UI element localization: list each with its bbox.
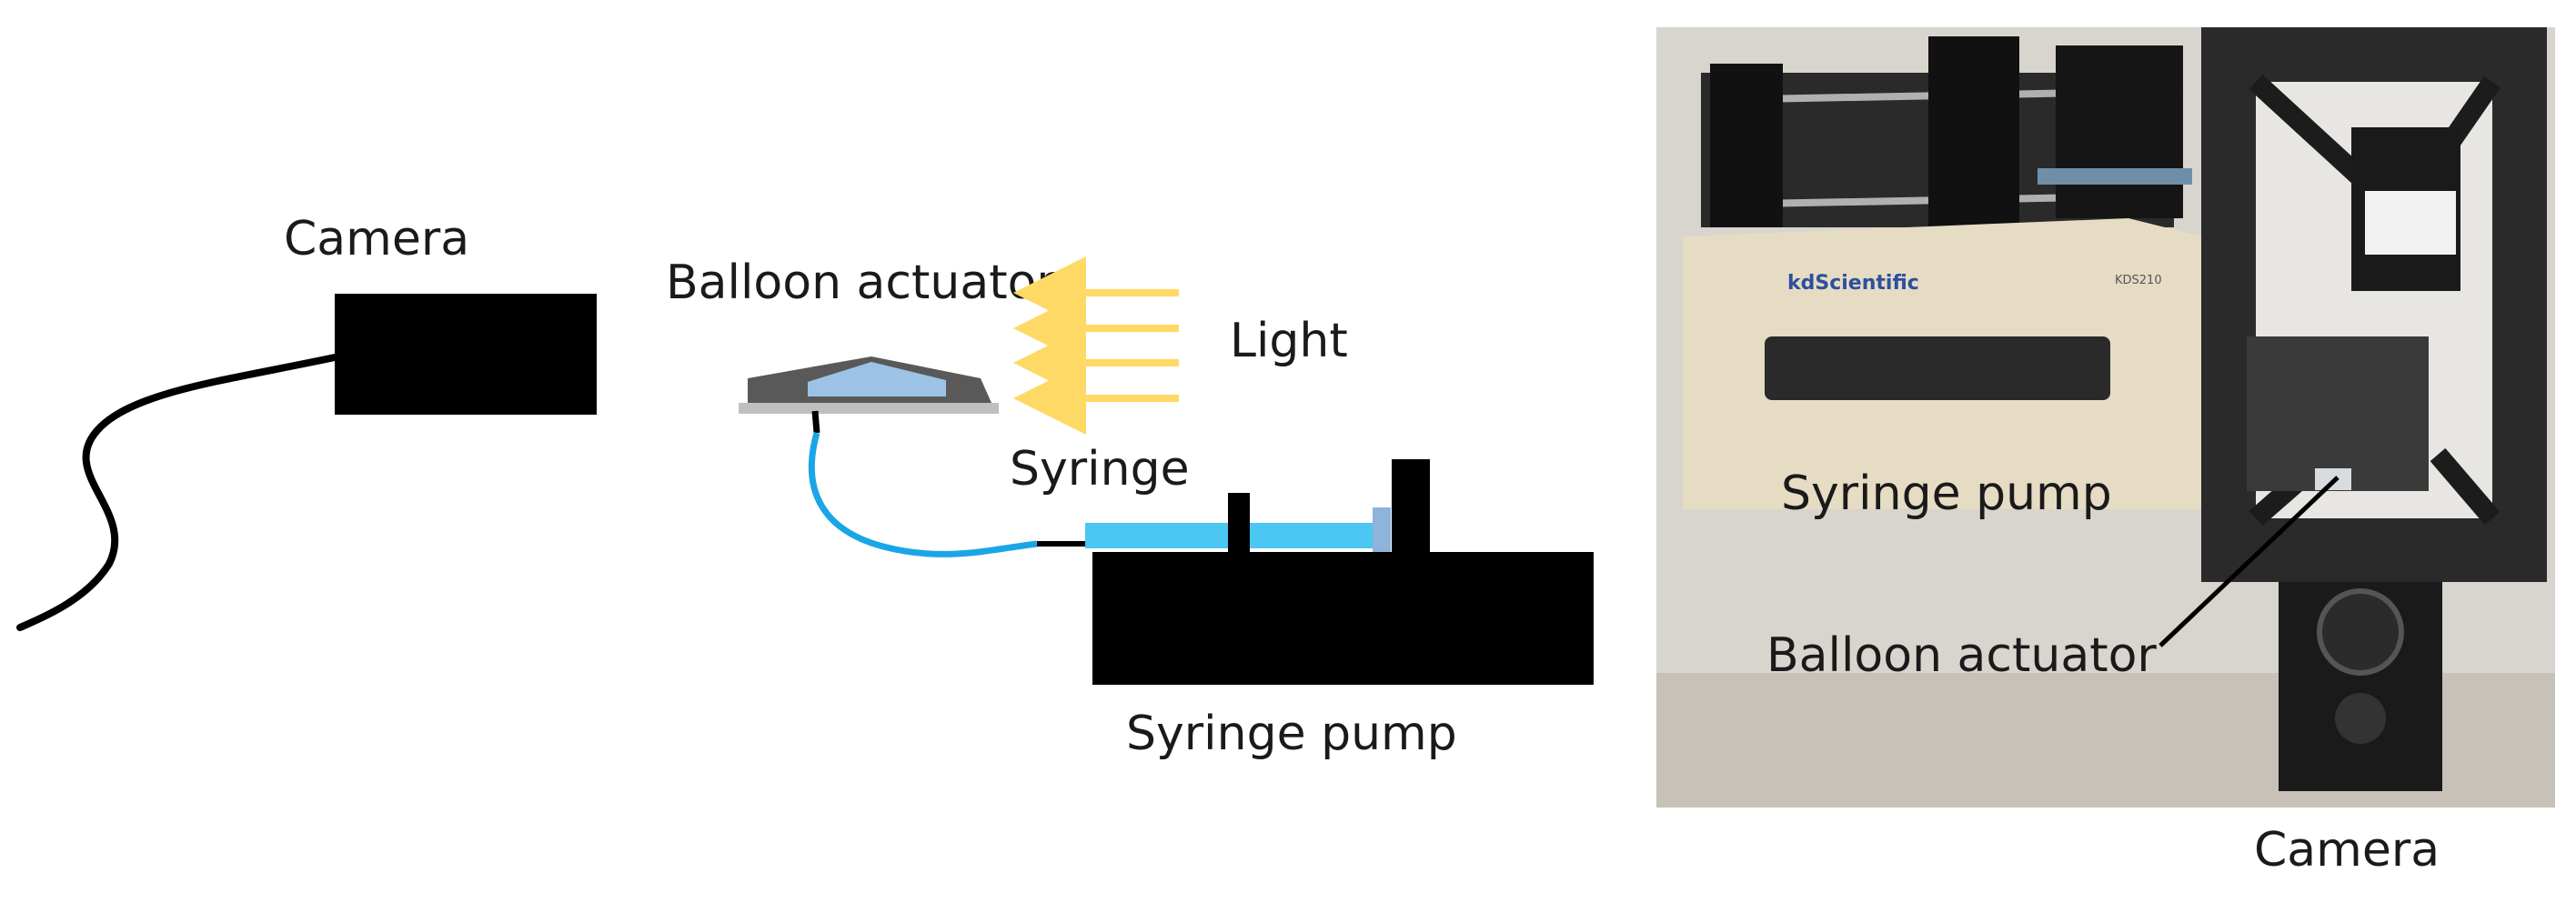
photo-pump-brand: kdScientific <box>1787 272 1919 295</box>
syringe-pump-body <box>1092 552 1594 685</box>
photo-pump-block-left <box>1710 64 1783 227</box>
photo-pump-model: KDS210 <box>2115 274 2162 287</box>
photo-camera-mount <box>2335 693 2386 744</box>
photo-syringe <box>2038 168 2192 185</box>
syringe-pump-label: Syringe pump <box>1126 707 1457 761</box>
light-label: Light <box>1230 314 1348 368</box>
photo-actuator-plate <box>2247 336 2429 491</box>
balloon-base <box>739 403 999 414</box>
balloon-chamber <box>808 362 946 396</box>
balloon-actuator-label: Balloon actuator <box>666 256 1056 310</box>
photo-balloon-actuator-label: Balloon actuator <box>1766 628 2157 683</box>
camera-body <box>335 294 597 415</box>
photo-pump-keypad <box>1765 336 2110 400</box>
photo-light-head <box>2365 191 2456 255</box>
syringe-plunger <box>1373 507 1391 566</box>
photo-pump-block-mid <box>1928 36 2019 227</box>
photo-balloon-leader-line <box>2158 476 2340 647</box>
camera-cable <box>16 354 338 631</box>
photo-camera-lens <box>2317 588 2404 676</box>
schematic-panel: Camera Balloon actuator Light Syringe Sy… <box>16 212 1594 761</box>
tube-connector-top <box>811 410 820 434</box>
photo-panel: kdScientific KDS210 Syringe pump Balloon… <box>1656 27 2555 878</box>
syringe-clamp <box>1228 493 1250 553</box>
photo-pump-block-right <box>2056 45 2183 218</box>
light-arrows <box>1013 256 1179 435</box>
photo-camera-label: Camera <box>2254 823 2440 878</box>
plunger-pusher-block <box>1392 459 1430 552</box>
tubing <box>808 432 1038 557</box>
camera-label: Camera <box>284 212 469 266</box>
photo-syringe-pump-label: Syringe pump <box>1781 467 2112 521</box>
syringe-label: Syringe <box>1010 442 1190 497</box>
